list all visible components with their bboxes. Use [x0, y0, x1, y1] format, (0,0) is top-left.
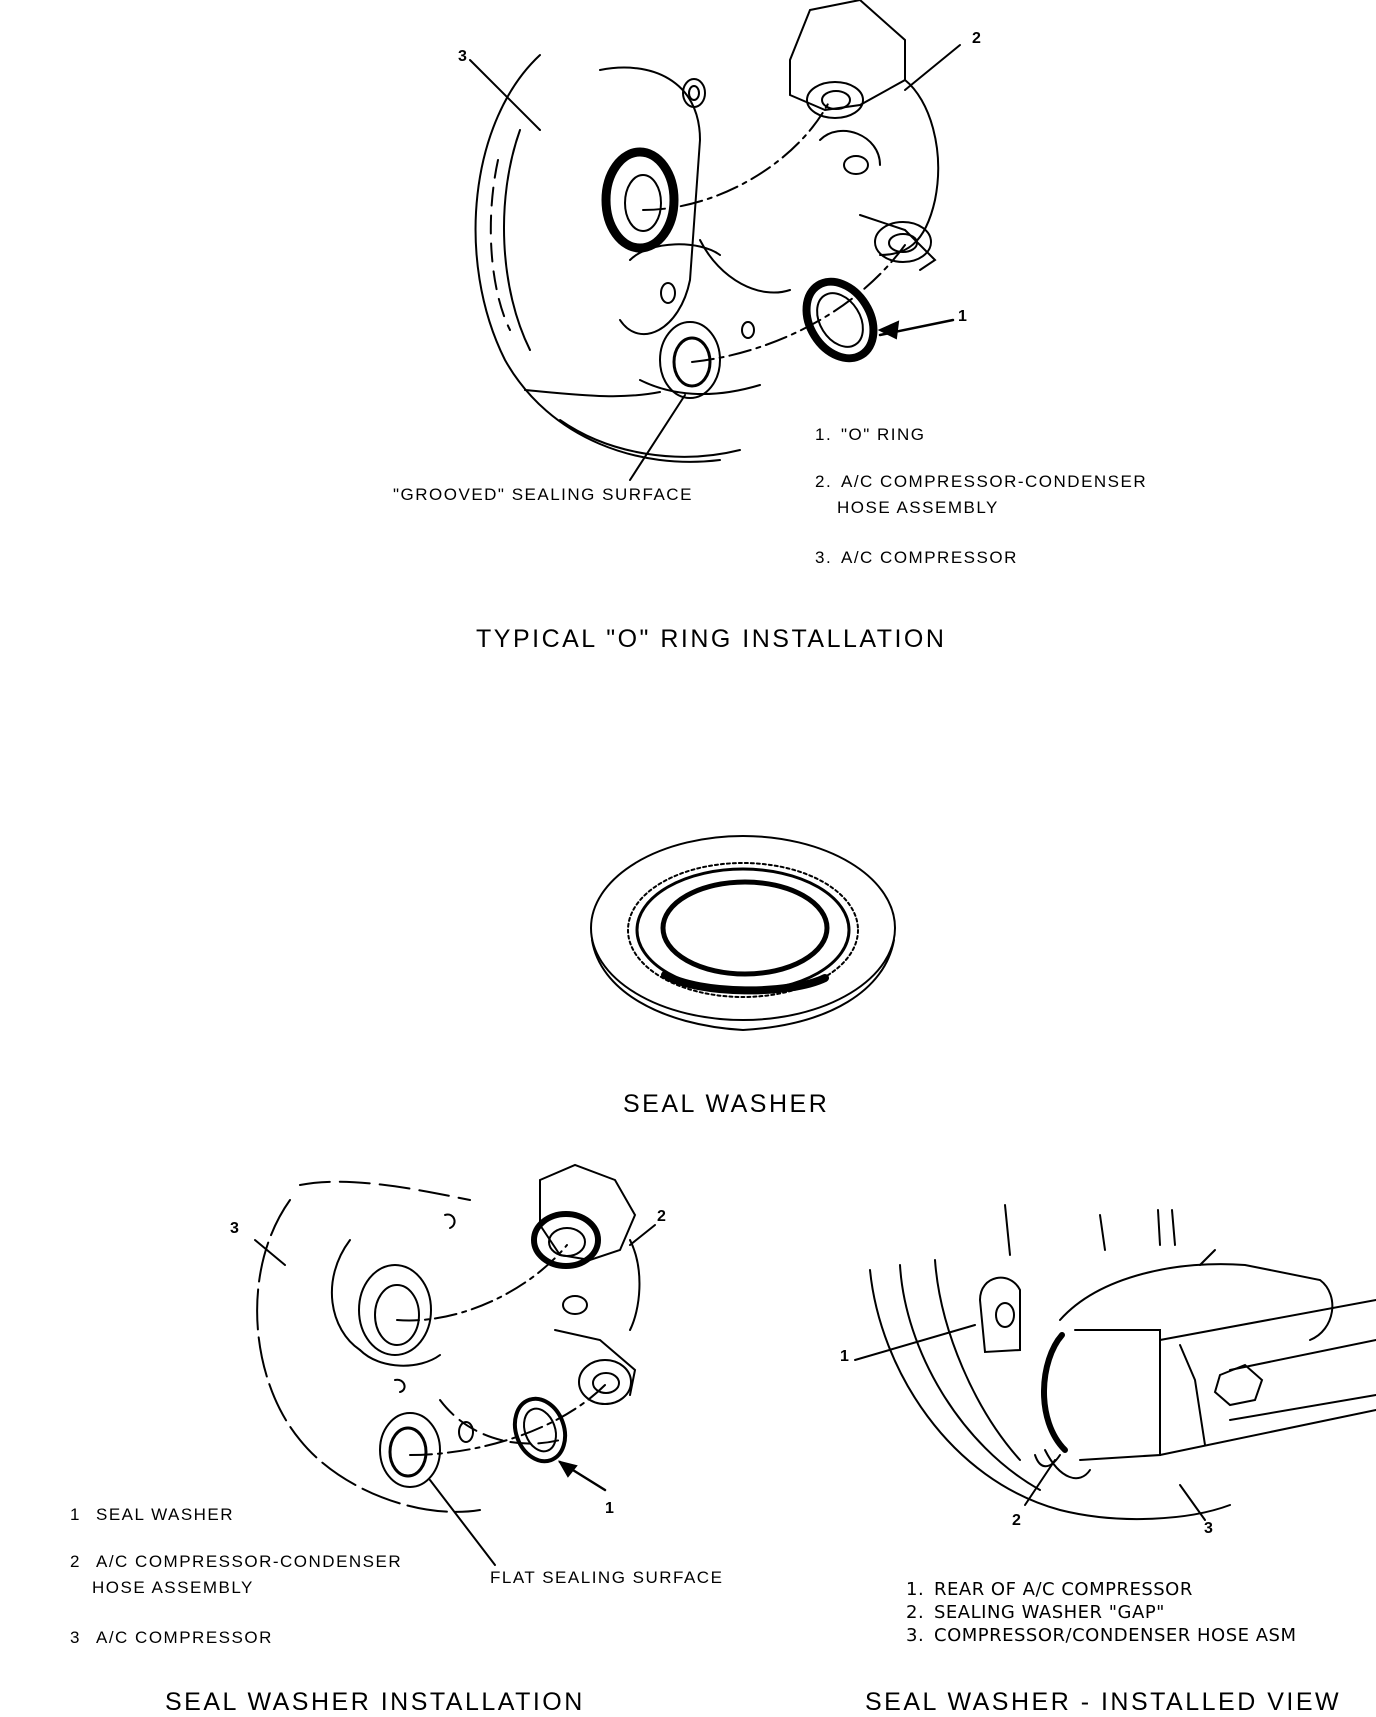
figure-a-legend-item-2: 2.A/C COMPRESSOR-CONDENSER [815, 472, 1148, 491]
washer-outer-edge [590, 835, 896, 1021]
seal-washer-c [512, 1396, 568, 1464]
figure-a-caption: TYPICAL "O" RING INSTALLATION [476, 625, 947, 653]
figure-d-legend-item-2: 2.SEALING WASHER "GAP" [906, 1602, 1165, 1623]
figure-a-legend-item-3: 3.A/C COMPRESSOR [815, 548, 1018, 567]
figure-d-artwork [854, 1204, 1376, 1521]
sealing-washer-d [1041, 1332, 1068, 1453]
figure-c-callout-2: 2 [657, 1208, 666, 1225]
figure-a-callout-1: 1 [958, 308, 967, 325]
figure-a-artwork [469, 0, 961, 481]
figure-d-caption: SEAL WASHER - INSTALLED VIEW [865, 1688, 1342, 1716]
figure-d-legend-item-3: 3.COMPRESSOR/CONDENSER HOSE ASM [906, 1625, 1297, 1646]
figure-d-legend: 1.REAR OF A/C COMPRESSOR 2.SEALING WASHE… [906, 1580, 1297, 1646]
figure-a-callout-2: 2 [972, 30, 981, 47]
figure-c-artwork [254, 1163, 656, 1566]
figure-b-caption: SEAL WASHER [623, 1090, 830, 1118]
hose-block-upper [789, 0, 906, 112]
hose-block-lower-port [874, 221, 932, 263]
figure-a-surface-label: "GROOVED" SEALING SURFACE [393, 485, 693, 504]
figure-c-surface-label: FLAT SEALING SURFACE [490, 1568, 724, 1587]
hose-block-seal-washer-c [531, 1211, 601, 1269]
o-ring [802, 277, 878, 363]
figure-c-callout-3: 3 [230, 1220, 239, 1237]
figure-c-callout-1: 1 [605, 1500, 614, 1517]
compressor-rear-outline [869, 1269, 1231, 1521]
figure-d-callout-3: 3 [1204, 1520, 1213, 1537]
washer-inner-hole [660, 879, 830, 977]
figure-a-legend-item-2-line-2: HOSE ASSEMBLY [837, 498, 999, 517]
upper-port-seal [601, 147, 679, 253]
figure-c-legend-item-2-line-2: HOSE ASSEMBLY [92, 1578, 254, 1597]
hose-block-d [1059, 1263, 1334, 1341]
figure-d-callout-2: 2 [1012, 1512, 1021, 1529]
figure-b-artwork [590, 835, 896, 1032]
figure-a-legend: 1."O" RING 2.A/C COMPRESSOR-CONDENSER HO… [815, 425, 1147, 568]
figure-a-callout-3: 3 [458, 48, 467, 65]
compressor-body-outline [474, 54, 721, 463]
figure-c-caption: SEAL WASHER INSTALLATION [165, 1688, 585, 1716]
compressor-outline-c [256, 1199, 481, 1513]
figure-d-legend-item-1: 1.REAR OF A/C COMPRESSOR [906, 1579, 1193, 1600]
figure-a-legend-item-1: 1."O" RING [815, 425, 926, 444]
figure-d-callout-1: 1 [840, 1348, 849, 1365]
lower-port [659, 321, 721, 399]
